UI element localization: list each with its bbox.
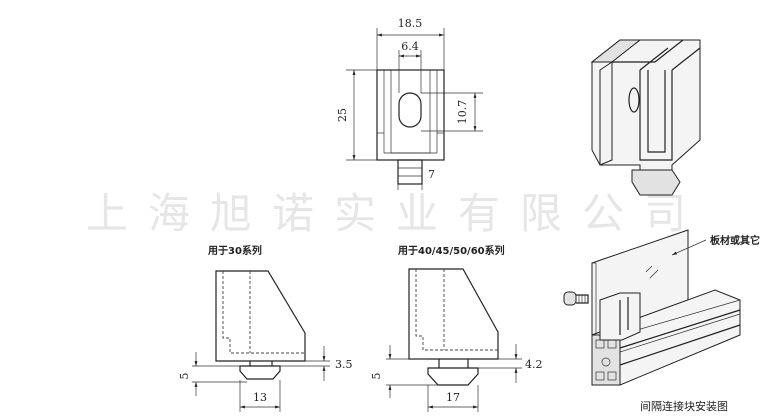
dim-slot: 6.4: [401, 40, 419, 53]
dim-height: 25: [336, 108, 349, 122]
assembly-caption: 间隔连接块安装图: [640, 399, 728, 413]
series-40-dim-foot-width: 17: [446, 391, 460, 404]
watermark: 上海旭诺实业有限公司: [86, 189, 706, 238]
assembly-view: [563, 229, 741, 386]
plate-label: 板材或其它: [710, 234, 760, 247]
series-30-dim-gap: 3.5: [335, 358, 353, 371]
series-40-dim-foot-height: 5: [370, 373, 383, 380]
series-30-dim-foot-height: 5: [178, 373, 191, 380]
dim-hole: 10.7: [456, 100, 469, 125]
series-40-dim-gap: 4.2: [525, 358, 543, 371]
dim-stem: 7: [428, 168, 435, 181]
series-40-label: 用于40/45/50/60系列: [397, 244, 505, 257]
dim-width: 18.5: [398, 17, 423, 30]
series-30-side-view: 3.5 5 13: [178, 270, 353, 412]
series-30-dim-foot-width: 13: [253, 391, 267, 404]
top-front-view: 18.5 6.4 25 10.7 7: [336, 17, 483, 190]
series-40-side-view: 4.2 5 17: [370, 268, 543, 412]
series-30-label: 用于30系列: [207, 244, 262, 257]
isometric-view: [590, 39, 701, 196]
